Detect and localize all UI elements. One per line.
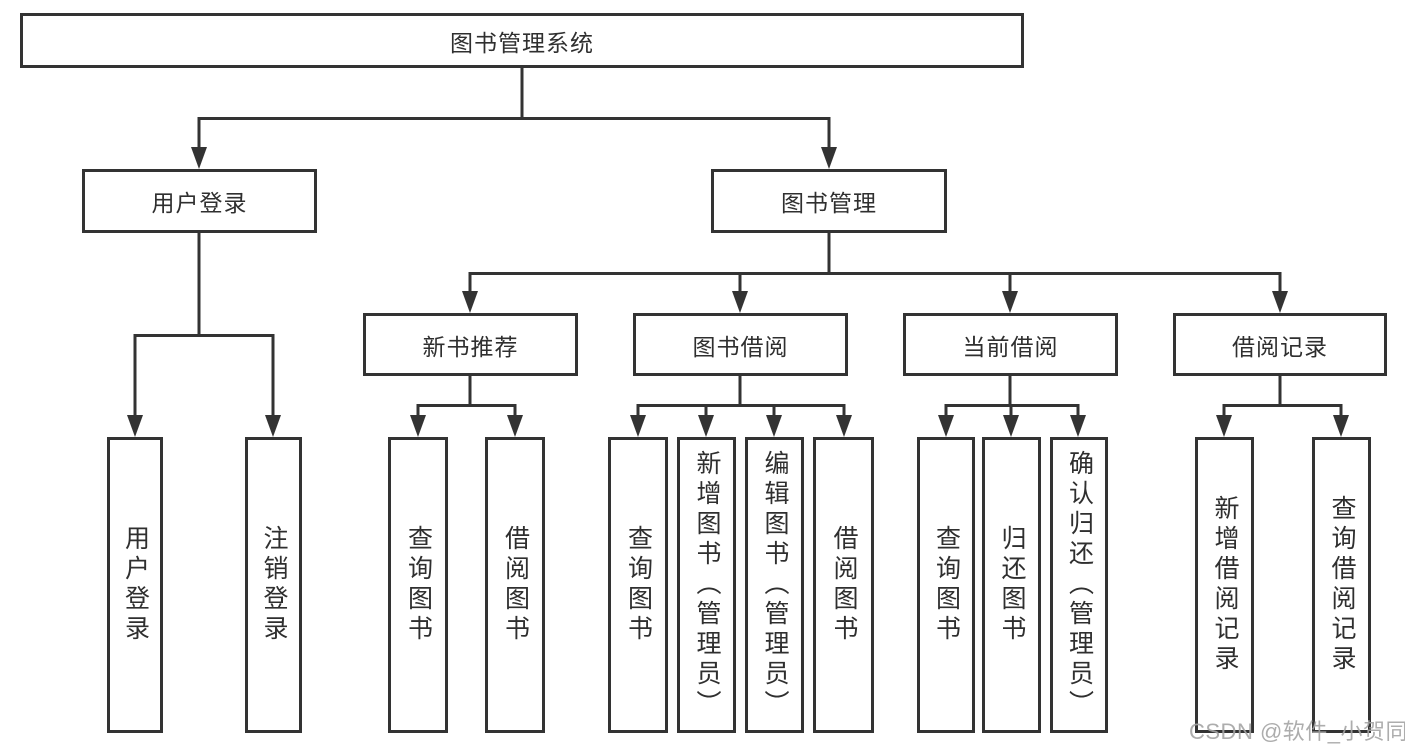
leaf-return-books: 归还图书 xyxy=(982,437,1041,733)
leaf-query-books-recommend: 查询图书 xyxy=(388,437,448,733)
connector-book-borrowing xyxy=(636,376,846,419)
arrowheads xyxy=(127,147,1349,437)
leaf-query-books-current: 查询图书 xyxy=(917,437,975,733)
leaf-borrow-books-borrowing: 借阅图书 xyxy=(813,437,874,733)
leaf-logout: 注销登录 xyxy=(245,437,302,733)
csdn-watermark: CSDN @软件_小贺同学 xyxy=(1189,719,1405,744)
node-current-borrowing: 当前借阅 xyxy=(903,313,1118,376)
connector-book-management xyxy=(468,233,1282,296)
leaf-user-login: 用户登录 xyxy=(107,437,163,733)
connector-current-borrowing xyxy=(944,376,1080,419)
leaf-confirm-return-admin: 确认归还（管理员） xyxy=(1050,437,1108,733)
node-new-book-recommend: 新书推荐 xyxy=(363,313,578,376)
connector-root xyxy=(197,66,831,151)
node-book-borrowing: 图书借阅 xyxy=(633,313,848,376)
leaf-add-books-admin: 新增图书（管理员） xyxy=(677,437,736,733)
leaf-query-books-borrowing: 查询图书 xyxy=(608,437,668,733)
leaf-edit-books-admin: 编辑图书（管理员） xyxy=(745,437,804,733)
connector-new-book-recommend xyxy=(416,376,517,419)
leaf-add-borrow-record: 新增借阅记录 xyxy=(1195,437,1254,733)
node-book-management: 图书管理 xyxy=(711,169,947,233)
connector-borrowing-records xyxy=(1222,376,1343,419)
node-root-system: 图书管理系统 xyxy=(20,13,1024,68)
node-borrowing-records: 借阅记录 xyxy=(1173,313,1387,376)
leaf-borrow-books-recommend: 借阅图书 xyxy=(485,437,545,733)
leaf-query-borrow-record: 查询借阅记录 xyxy=(1312,437,1371,733)
connector-user-login xyxy=(133,233,275,419)
node-user-login: 用户登录 xyxy=(82,169,317,233)
